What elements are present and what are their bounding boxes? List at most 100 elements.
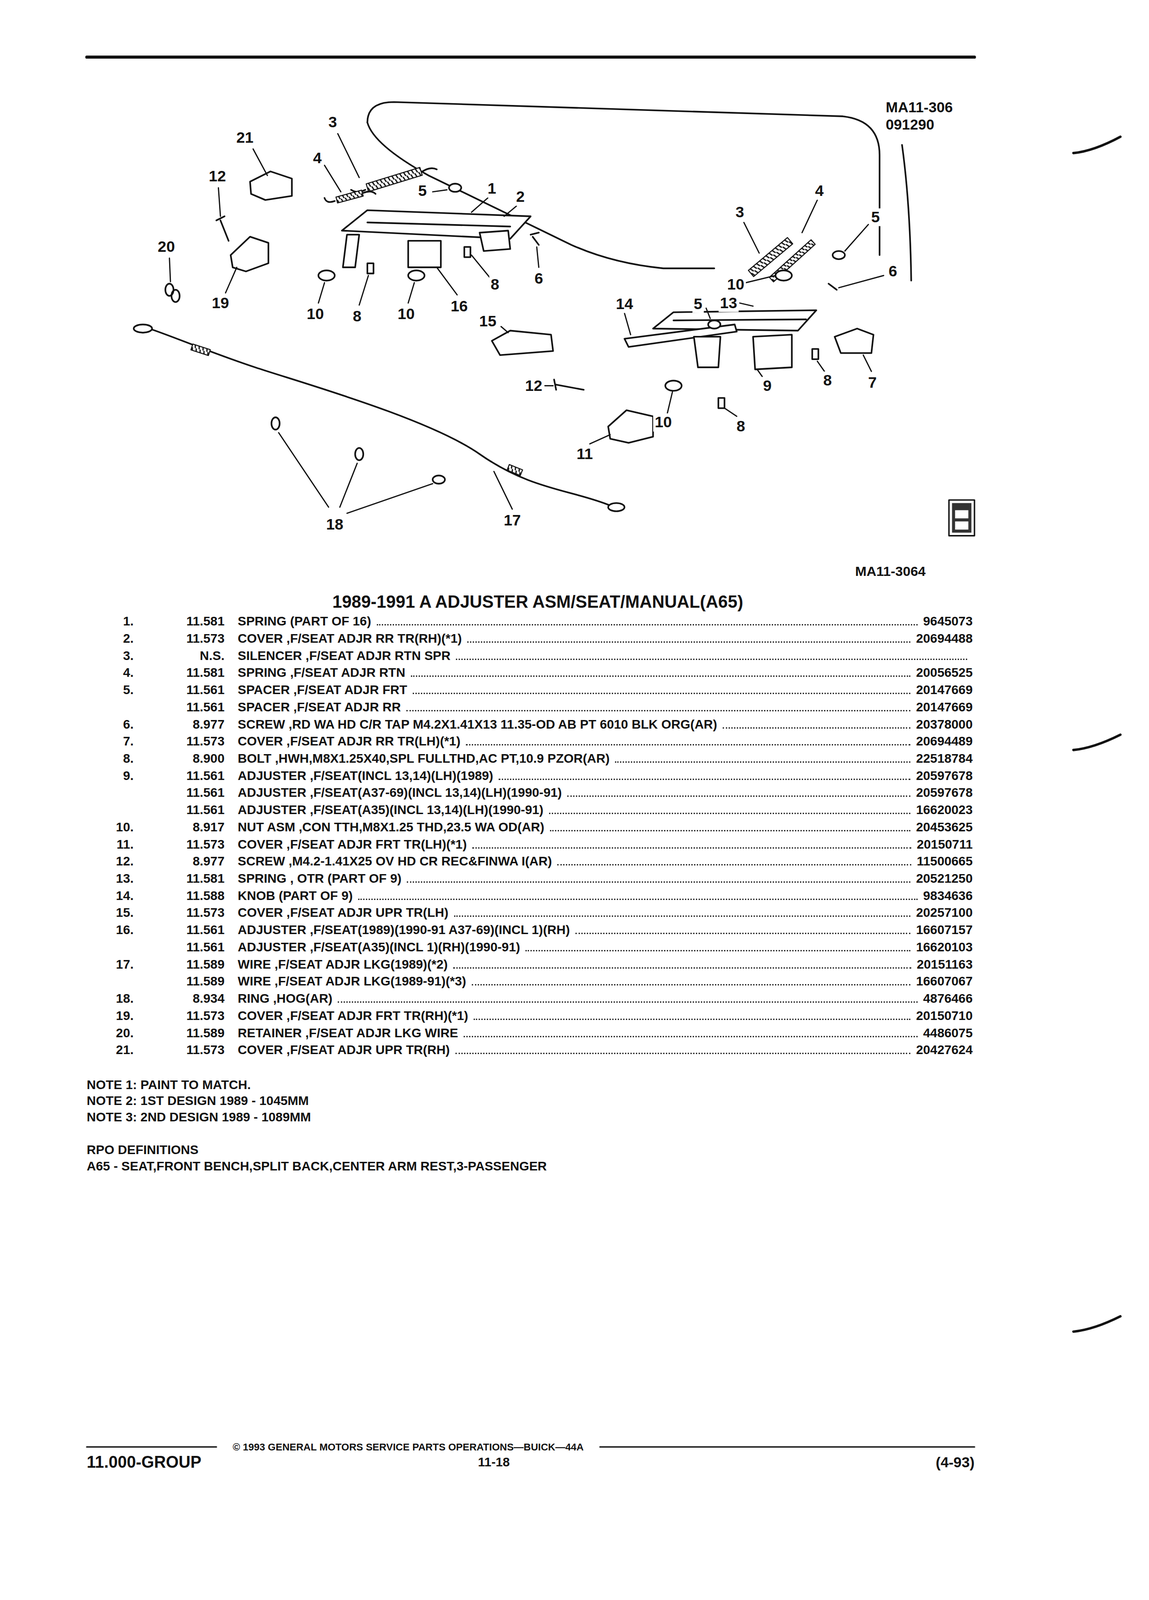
leader-line — [253, 149, 268, 176]
group-code: 11.561 — [133, 921, 225, 939]
dot-leader — [525, 949, 911, 952]
item-number: 17. — [86, 956, 134, 973]
leader-line — [757, 369, 763, 377]
parts-row: 11.11.573COVER ,F/SEAT ADJR FRT TR(LH)(*… — [86, 836, 973, 853]
fastener — [832, 250, 845, 260]
parts-row: 8.8.900BOLT ,HWH,M8X1.25X40,SPL FULLTHD,… — [86, 750, 973, 767]
leader-line — [278, 432, 329, 508]
group-code: 11.561 — [133, 699, 225, 716]
leader-line — [838, 275, 884, 288]
group-code: 11.589 — [133, 1024, 225, 1042]
callout-number: 10 — [305, 305, 326, 324]
part-number: 9645073 — [923, 613, 973, 630]
callout-number: 8 — [489, 275, 501, 294]
group-code: 11.589 — [133, 973, 225, 990]
callout-number: 5 — [869, 208, 882, 227]
group-code: 11.573 — [133, 904, 225, 921]
dot-leader — [722, 727, 911, 729]
binder-mark — [1073, 136, 1121, 154]
page-rule — [86, 57, 975, 1448]
leader-line — [739, 303, 754, 307]
parts-row: 11.561ADJUSTER ,F/SEAT(A35)(INCL 13,14)(… — [86, 801, 973, 819]
part-number: 20694488 — [915, 630, 973, 647]
seat-spring — [324, 167, 816, 282]
seat-spring — [769, 239, 816, 282]
part-description: RING ,HOG(AR) — [237, 990, 333, 1007]
linkage-wire — [152, 329, 610, 505]
dot-leader — [614, 761, 911, 763]
part-description: KNOB (PART OF 9) — [237, 887, 353, 905]
group-code: 11.573 — [133, 1041, 225, 1059]
leader-line — [346, 483, 433, 514]
group-code: N.S. — [133, 647, 225, 665]
leader-line — [318, 282, 325, 304]
group-code: 11.589 — [133, 956, 225, 973]
part-number: 9834636 — [923, 887, 973, 905]
leader-line — [359, 275, 369, 305]
callout-number: 14 — [614, 294, 635, 313]
callout-number: 12 — [523, 376, 544, 395]
dot-leader — [406, 881, 911, 883]
callout-number: 20 — [156, 238, 177, 256]
catalog-icon — [949, 499, 975, 536]
dot-leader — [467, 641, 911, 643]
page-rule — [599, 1446, 975, 1448]
part-description: SCREW ,RD WA HD C/R TAP M4.2X1.41X13 11.… — [237, 716, 718, 733]
callout-number: 6 — [887, 262, 899, 281]
callout-number: 5 — [692, 294, 704, 313]
part-description: ADJUSTER ,F/SEAT(A35)(INCL 1)(RH)(1990-9… — [237, 939, 520, 956]
leader-line — [432, 189, 447, 192]
part-number: 20056525 — [915, 664, 973, 681]
dot-leader — [453, 967, 912, 969]
item-number: 13. — [86, 870, 134, 887]
parts-row: 18.8.934RING ,HOG(AR)4876466 — [86, 990, 973, 1007]
linkage-wire — [507, 464, 523, 476]
parts-row: 13.11.581SPRING , OTR (PART OF 9)2052125… — [86, 870, 973, 887]
part-description: ADJUSTER ,F/SEAT(A37-69)(INCL 13,14)(LH)… — [237, 784, 562, 801]
dot-leader — [567, 795, 911, 797]
leader-line — [324, 165, 341, 192]
parts-row: 15.11.573COVER ,F/SEAT ADJR UPR TR(LH)20… — [86, 904, 973, 921]
hog-ring — [271, 417, 445, 484]
parts-row: 5.11.561SPACER ,F/SEAT ADJR FRT20147669 — [86, 681, 973, 699]
item-number: 11. — [86, 836, 134, 853]
leader-line — [817, 361, 825, 372]
item-number: 1. — [86, 613, 134, 630]
part-number: 16620103 — [915, 939, 973, 956]
parts-row: 1.11.581SPRING (PART OF 16)9645073 — [86, 613, 973, 630]
part-description: RETAINER ,F/SEAT ADJR LKG WIRE — [237, 1024, 459, 1042]
seat-adjuster-right — [694, 336, 721, 368]
part-description: SPRING ,F/SEAT ADJR RTN — [237, 664, 406, 681]
dot-leader — [472, 847, 912, 849]
dot-leader — [455, 1052, 911, 1055]
item-number: 2. — [86, 630, 134, 647]
fastener — [318, 270, 335, 281]
leader-line — [504, 205, 517, 216]
callout-number: 19 — [210, 294, 231, 312]
part-number: 20427624 — [915, 1041, 973, 1059]
dot-leader — [498, 778, 911, 780]
seat-spring — [366, 167, 423, 192]
parts-row: 4.11.581SPRING ,F/SEAT ADJR RTN20056525 — [86, 664, 973, 681]
item-number: 14. — [86, 887, 134, 905]
dot-leader — [412, 692, 911, 695]
leader-line — [544, 384, 554, 387]
parts-row: 14.11.588KNOB (PART OF 9)9834636 — [86, 887, 973, 905]
group-code: 8.917 — [133, 819, 225, 836]
part-number: 11500665 — [916, 853, 973, 870]
callout-number: 12 — [207, 167, 228, 186]
part-number: 20378000 — [915, 716, 973, 733]
part-description: SCREW ,M4.2-1.41X25 OV HD CR REC&FINWA I… — [237, 853, 552, 870]
part-description: COVER ,F/SEAT ADJR UPR TR(LH) — [237, 904, 449, 921]
part-description: SPACER ,F/SEAT ADJR RR — [237, 699, 401, 716]
part-description: BOLT ,HWH,M8X1.25X40,SPL FULLTHD,AC PT,1… — [237, 750, 610, 767]
part-description: ADJUSTER ,F/SEAT(1989)(1990-91 A37-69)(I… — [237, 921, 570, 939]
part-description: ADJUSTER ,F/SEAT(A35)(INCL 13,14)(LH)(19… — [237, 801, 544, 819]
dot-leader — [463, 1035, 918, 1038]
part-number: 22518784 — [915, 750, 973, 767]
catalog-icon — [949, 499, 975, 536]
figure-code: MA11-306 — [885, 98, 954, 116]
part-number: 20147669 — [915, 681, 973, 699]
item-number: 12. — [86, 853, 134, 870]
parts-row: 11.561ADJUSTER ,F/SEAT(A37-69)(INCL 13,1… — [86, 784, 973, 801]
